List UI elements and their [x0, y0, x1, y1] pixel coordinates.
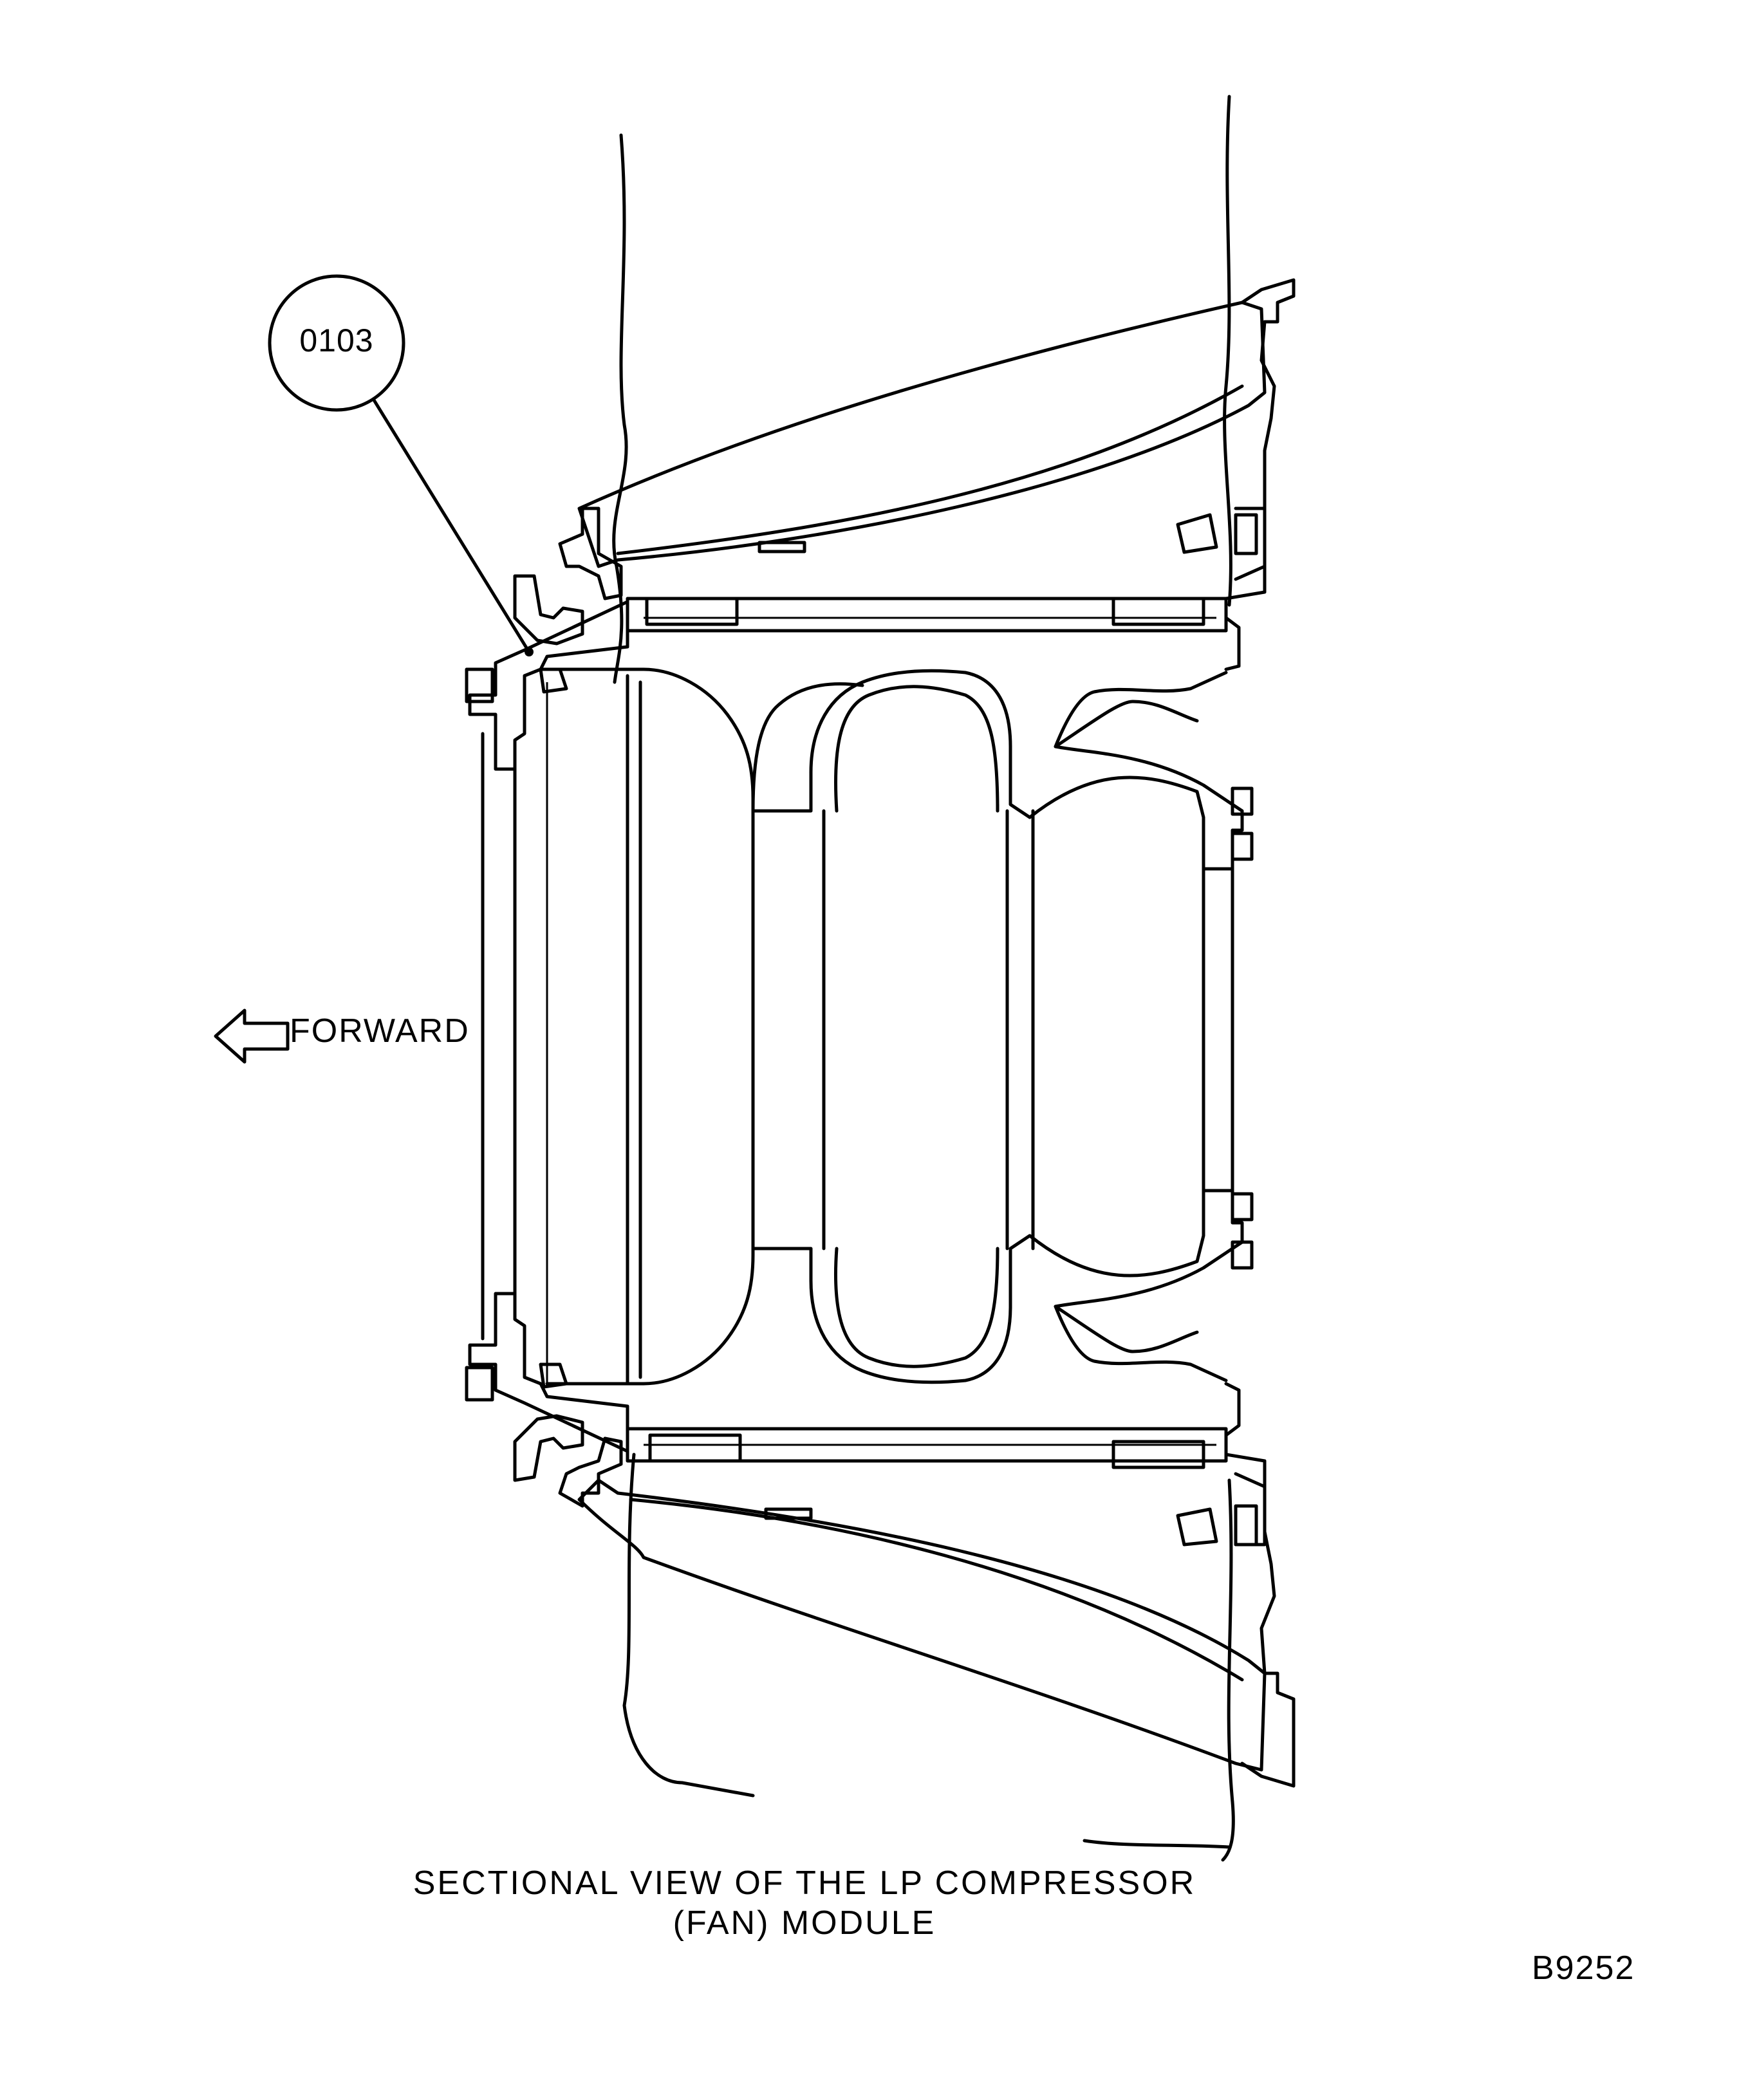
lower-annulus-inner-curve: [629, 1498, 1244, 1682]
upper-rear-bolt: [1234, 513, 1258, 555]
lower-annulus-filler: [577, 1478, 1267, 1772]
fan-blade-tail-lower: [1083, 1839, 1231, 1849]
upper-rear-nut: [1176, 513, 1218, 554]
lower-rear-bolt: [1234, 1504, 1258, 1547]
disc-front-bore-upper: [751, 682, 864, 813]
upper-annulus-filler: [577, 301, 1267, 568]
callout-leader: [371, 397, 531, 654]
upper-rim-slot-front: [645, 597, 739, 626]
upper-annulus-inner-curve: [616, 384, 1244, 555]
disc-centre-bore-lower: [833, 1247, 999, 1368]
lower-rim-slot-rear: [1111, 1440, 1205, 1469]
fan-blade-outline-rear: [1223, 95, 1232, 607]
upper-rim-slot-rear: [1111, 597, 1205, 626]
callout-circle: [268, 274, 405, 412]
front-nut-lower: [539, 1362, 568, 1389]
disc-centre-bore: [833, 685, 999, 813]
disc-rear-diaphragm-lower: [1054, 1305, 1199, 1353]
fan-blade-outline-front: [612, 133, 628, 684]
forward-label: FORWARD: [290, 1012, 470, 1050]
upper-retainer-pin: [758, 541, 806, 553]
upper-front-hook: [558, 506, 623, 600]
caption-line-1: SECTIONAL VIEW OF THE LP COMPRESSOR: [413, 1864, 1196, 1902]
disc-body-lower: [545, 1189, 1244, 1386]
front-nut-upper: [539, 667, 568, 694]
lower-rim-slot-front: [648, 1433, 742, 1463]
front-flange-upper: [468, 600, 629, 771]
rear-spline-upper: [1231, 786, 1254, 816]
lower-front-lip: [513, 1414, 584, 1482]
fan-blade-outline-rear-lower: [1221, 1478, 1235, 1862]
figure-caption: SECTIONAL VIEW OF THE LP COMPRESSOR (FAN…: [386, 1863, 1223, 1943]
lower-rear-flange: [1224, 1382, 1267, 1547]
upper-front-lip: [513, 574, 584, 646]
figure-id: B9252: [1532, 1949, 1635, 1987]
callout-label: 0103: [299, 322, 374, 358]
caption-line-2: (FAN) MODULE: [673, 1904, 936, 1942]
upper-rear-hook: [1234, 278, 1296, 581]
rear-spline-lower: [1231, 1192, 1254, 1222]
front-bolt-upper: [465, 667, 494, 703]
front-bolt-lower: [465, 1366, 494, 1402]
forward-arrow-icon: [214, 1008, 290, 1064]
lower-front-hook: [558, 1436, 623, 1508]
rear-spline-upper-2: [1231, 832, 1254, 861]
disc-rear-diaphragm-upper: [1054, 700, 1199, 748]
disc-body: [545, 667, 1244, 871]
lower-rear-nut: [1176, 1507, 1218, 1547]
lower-disc-rim: [626, 1427, 1228, 1463]
fan-blade-outline-front-lower: [622, 1453, 755, 1798]
